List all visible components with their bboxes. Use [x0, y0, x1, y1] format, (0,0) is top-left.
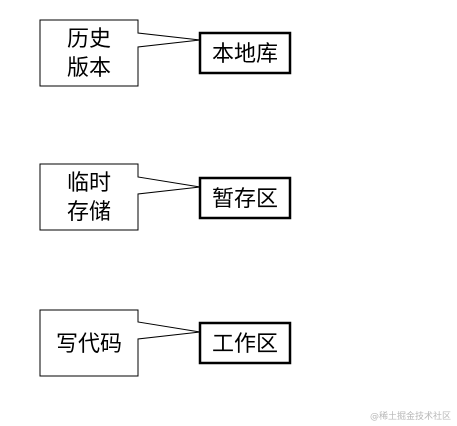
callout-write-code-line-1: 写代码 [56, 332, 122, 357]
callout-history-line-1: 历史 [67, 27, 111, 52]
callout-temp-storage-line-2: 存储 [67, 200, 111, 225]
box-working-dir [198, 321, 292, 365]
box-staging [198, 176, 292, 220]
box-working-dir-label: 工作区 [212, 332, 278, 357]
box-staging-label: 暂存区 [212, 187, 278, 212]
box-local-repo [198, 31, 292, 75]
callout-write-code-shape [39, 309, 201, 377]
row-staging: 临时 存储 暂存区 [39, 163, 292, 231]
row-local-repo: 历史 版本 本地库 [39, 19, 292, 87]
box-local-repo-label: 本地库 [212, 42, 278, 67]
watermark: @稀土掘金技术社区 [369, 412, 451, 422]
callout-history-line-2: 版本 [67, 56, 111, 81]
row-working-dir: 写代码 工作区 [39, 309, 292, 377]
callout-temp-storage-shape [39, 163, 201, 231]
callout-history-shape [39, 19, 201, 87]
callout-temp-storage-line-1: 临时 [67, 171, 111, 196]
